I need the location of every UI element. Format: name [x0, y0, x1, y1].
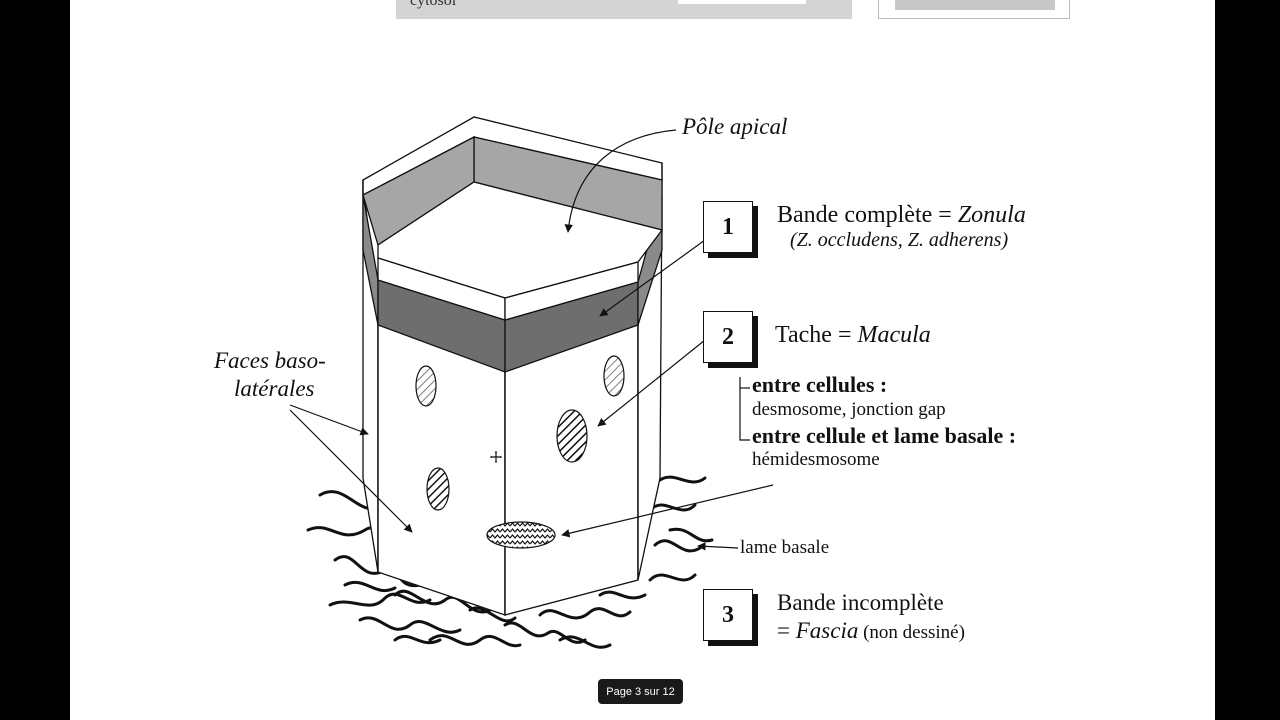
- basolateral-label-line1: Faces baso-: [214, 348, 326, 373]
- legend-2-sub2-text: hémidesmosome: [752, 449, 880, 470]
- move-cursor-icon: [488, 449, 504, 465]
- legend-2-title: Tache = Macula: [775, 322, 931, 348]
- legend-2-sub1-text: desmosome, jonction gap: [752, 399, 946, 420]
- basal-lamina-label: lame basale: [740, 537, 830, 558]
- apical-pole: [362, 116, 664, 321]
- legend-number-3: 3: [703, 589, 753, 641]
- previous-page-text: cytosol: [410, 0, 457, 9]
- page-indicator: Page 3 sur 12: [598, 679, 683, 704]
- legend-1-title: Bande complète = Zonula: [777, 202, 1026, 228]
- legend-2-sub2-head: entre cellule et lame basale :: [752, 423, 1017, 448]
- legend-3-title-line2: = Fascia (non dessiné): [777, 618, 965, 643]
- macula-desmosomes: [415, 355, 625, 549]
- legend-number-2: 2: [703, 311, 753, 363]
- previous-page-box-fragment: [878, 0, 1070, 19]
- apical-pole-label: Pôle apical: [682, 114, 788, 139]
- previous-page-figure-fragment: cytosol: [396, 0, 852, 19]
- basolateral-label-line2: latérales: [234, 376, 315, 401]
- legend-1-subtitle: (Z. occludens, Z. adherens): [790, 229, 1009, 251]
- basolateral-faces: [362, 179, 663, 616]
- legend-2-sub1-head: entre cellules :: [752, 372, 888, 397]
- legend-3-title-line1: Bande incomplète: [777, 590, 944, 615]
- annotation-arrows: [289, 129, 774, 551]
- legend-number-1: 1: [703, 201, 753, 253]
